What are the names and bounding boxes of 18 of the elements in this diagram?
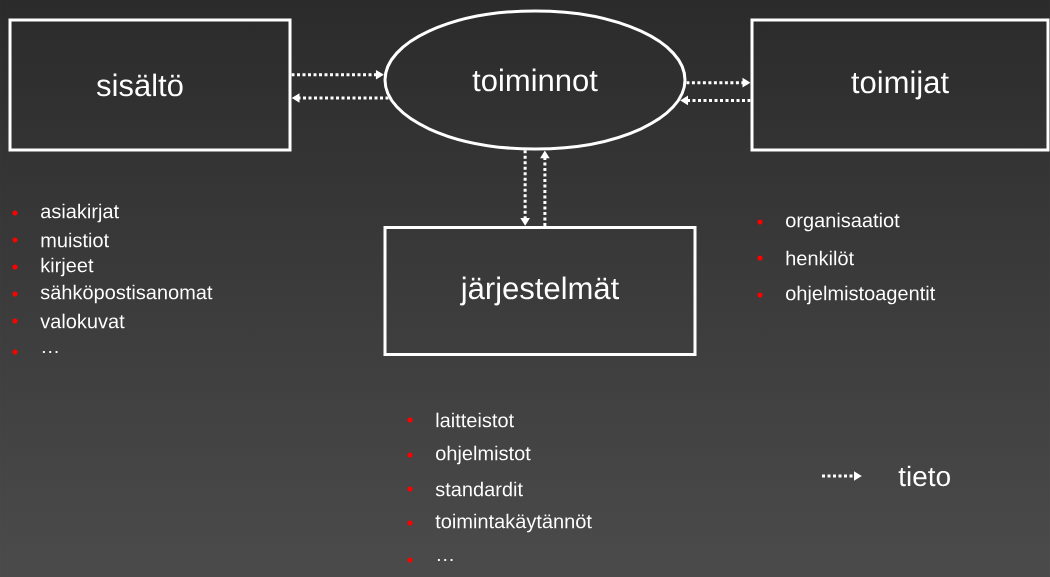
bullet-item: …: [12, 349, 58, 355]
bullet-item: laitteistot: [407, 412, 514, 428]
bullet-item: muistiot: [12, 232, 109, 248]
bullet-item: valokuvat: [12, 313, 125, 329]
bullet-item: sähköpostisanomat: [12, 284, 213, 304]
legend-text: tieto: [898, 465, 950, 487]
bullet-item: ohjelmistot: [407, 445, 531, 465]
concept-box: sisältö: [8, 18, 292, 152]
bullet-item: organisaatiot: [757, 212, 900, 232]
bullet-item: standardit: [407, 481, 523, 497]
concept-box: toimijat: [750, 18, 1050, 152]
bullet-item: kirjeet: [12, 257, 94, 277]
bullet-item: henkilöt: [757, 250, 854, 266]
bullet-item: ohjelmistoagentit: [757, 285, 936, 305]
bullet-item: asiakirjat: [12, 203, 119, 223]
bullet-item: toimintakäytännöt: [407, 513, 592, 533]
concept-box: järjestelmät: [383, 226, 697, 356]
bullet-item: …: [407, 557, 453, 563]
